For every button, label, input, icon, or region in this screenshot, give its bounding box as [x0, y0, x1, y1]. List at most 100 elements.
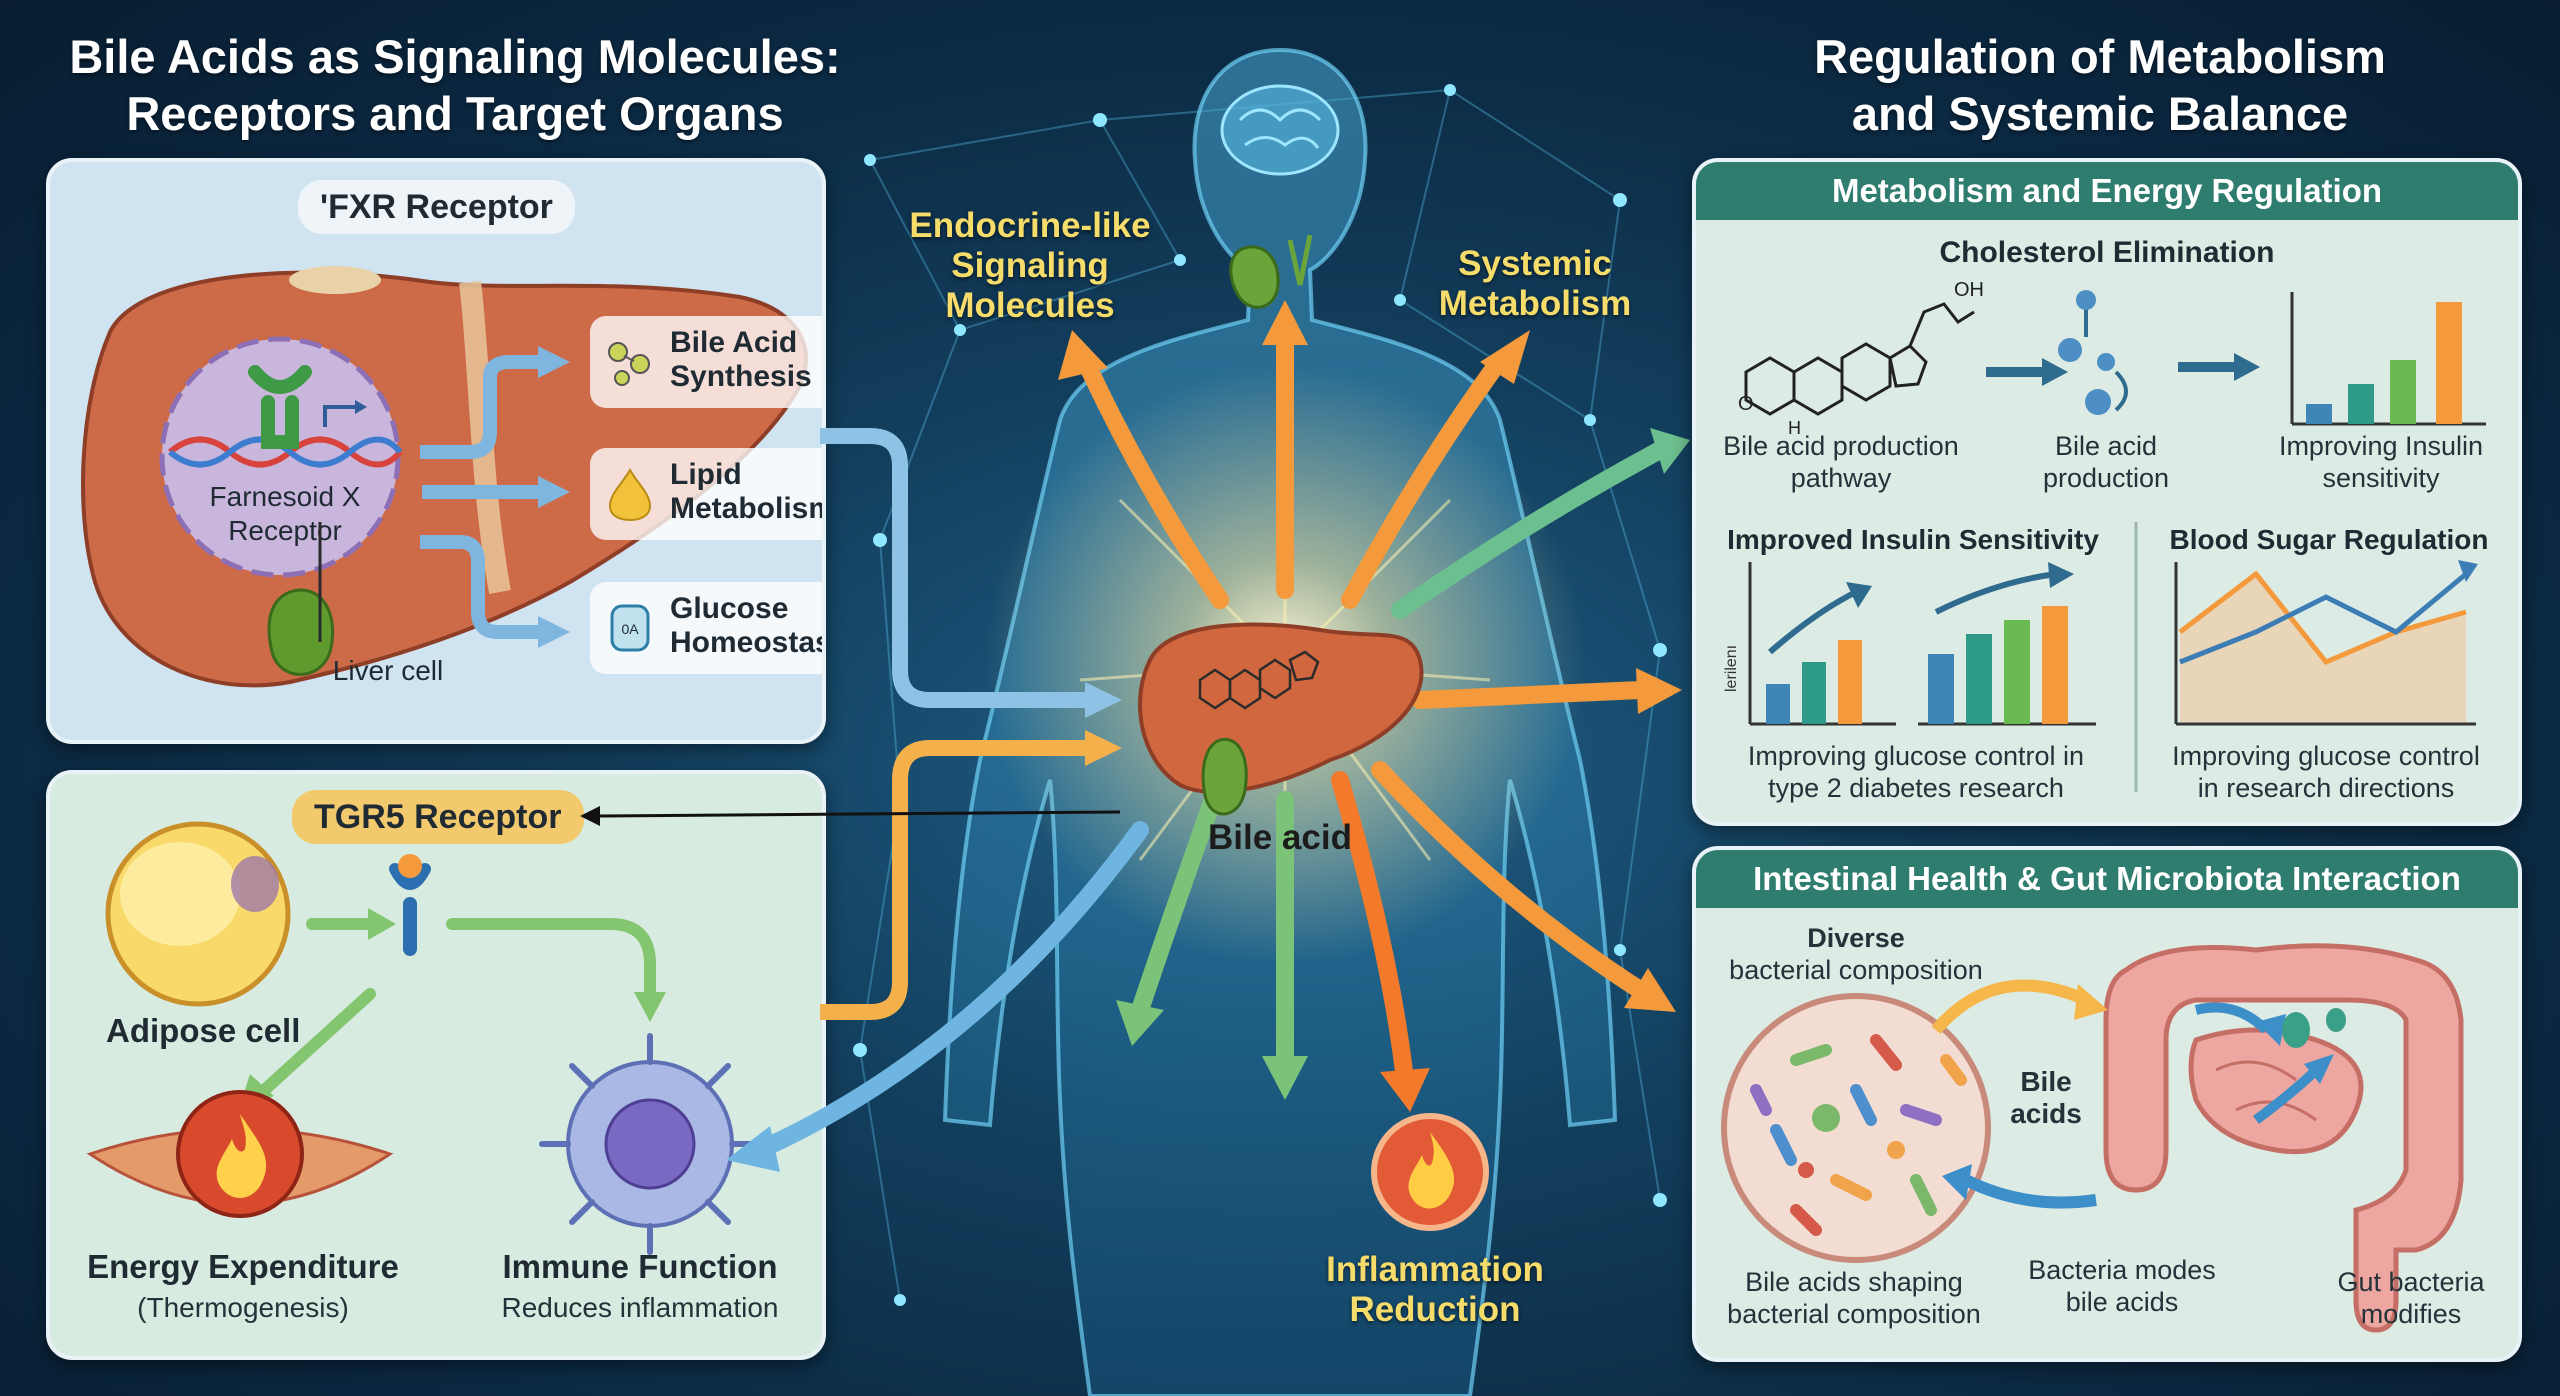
systemic-label: Systemic Metabolism — [1400, 244, 1670, 324]
receptor-line1: Farnesoid X — [209, 481, 361, 512]
left-title-line1: Bile Acids as Signaling Molecules: — [69, 30, 841, 83]
step2-line2: production — [2042, 463, 2170, 493]
gut-bacteria-label: Gut bacteria modifies — [2316, 1266, 2506, 1330]
flame-icon — [86, 1090, 394, 1218]
diverse-line1: Diverse — [1807, 923, 1905, 953]
inflammation-line1: Inflammation — [1326, 1250, 1544, 1289]
right-title-line1: Regulation of Metabolism — [1814, 30, 2386, 83]
receptor-line2: Receptor — [228, 515, 342, 546]
right-title-line2: and Systemic Balance — [1851, 87, 2349, 140]
card1-line1: Bile Acid — [670, 326, 798, 359]
systemic-line1: Systemic — [1458, 244, 1612, 283]
step2-line1: Bile acid — [2054, 431, 2158, 461]
diverse-line2: bacterial composition — [1729, 955, 1983, 985]
shaping-line1: Bile acids shaping — [1745, 1267, 1963, 1297]
systemic-line2: Metabolism — [1438, 284, 1632, 323]
insulin-sensitivity-bars — [2290, 292, 2486, 426]
step1-caption: Bile acid production pathway — [1696, 430, 1986, 494]
step3-caption: Improving Insulin sensitivity — [2256, 430, 2506, 494]
metabolism-header: Metabolism and Energy Regulation — [1696, 162, 2518, 220]
right-title: Regulation of Metabolism and Systemic Ba… — [1700, 28, 2500, 142]
card3-line2: Homeostasis — [670, 626, 822, 659]
metabolism-panel: Metabolism and Energy Regulation Cholest… — [1692, 158, 2522, 826]
brain-icon — [1220, 84, 1340, 176]
gut-line2: modifies — [2360, 1299, 2462, 1329]
energy-expenditure-label: Energy Expenditure — [87, 1248, 399, 1285]
shaping-line2: bacterial composition — [1727, 1299, 1981, 1329]
step1-line2: pathway — [1790, 463, 1892, 493]
liver-cell-label: Liver cell — [332, 655, 444, 686]
diverse-label: Diverse bacterial composition — [1706, 922, 2006, 986]
gallbladder-icon — [267, 522, 335, 676]
bile-acid-production-icon — [2058, 290, 2128, 415]
glucose-homeostasis-card: 0A GlucoseHomeostasis — [590, 582, 822, 674]
endocrine-label: Endocrine-like Signaling Molecules — [880, 206, 1180, 326]
card2-line1: Lipid — [670, 458, 742, 491]
tgr5-receptor-icon — [389, 854, 431, 956]
left-title-line2: Receptors and Target Organs — [126, 87, 784, 140]
gut-line1: Gut bacteria — [2337, 1267, 2485, 1297]
upper-gallbladder-icon — [1229, 234, 1313, 309]
intestinal-graphics — [1721, 943, 2464, 1333]
bile-acid-center-label: Bile acid — [1208, 818, 1352, 857]
bile-line2: acids — [2010, 1098, 2082, 1129]
insulin-title: Improved Insulin Sensitivity — [1727, 524, 2099, 555]
central-liver-icon — [1138, 622, 1424, 816]
fxr-panel: 'FXR Receptor Farnesoid X Receptor Liver… — [46, 158, 826, 744]
adipose-cell-label: Adipose cell — [106, 1012, 301, 1049]
modes-label: Bacteria modes bile acids — [2012, 1254, 2232, 1318]
adipose-cell-icon — [105, 821, 291, 1007]
chem-oh-label: OH — [1954, 279, 1984, 301]
fxr-output-arrows — [420, 346, 570, 648]
card3-line1: Glucose — [670, 592, 789, 625]
caption-type2: Improving glucose control in type 2 diab… — [1716, 740, 2116, 804]
shaping-label: Bile acids shaping bacterial composition — [1704, 1266, 2004, 1330]
endocrine-line3: Molecules — [945, 286, 1115, 325]
farnesoid-receptor-label: Farnesoid X Receptor — [180, 480, 390, 548]
left-title: Bile Acids as Signaling Molecules: Recep… — [60, 28, 850, 142]
tgr5-title: TGR5 Receptor — [292, 790, 584, 844]
bile-acids-label: Bile acids — [1996, 1066, 2096, 1130]
cap1-line2: type 2 diabetes research — [1768, 773, 2064, 803]
improved-insulin-chart — [1748, 562, 2096, 726]
step1-line1: Bile acid production — [1723, 431, 1959, 461]
nucleus-icon — [159, 336, 403, 578]
endocrine-line1: Endocrine-like — [909, 206, 1151, 245]
metabolism-graphics: O OH H — [1723, 279, 2486, 792]
modes-line2: bile acids — [2065, 1287, 2179, 1317]
immune-function-label: Immune Function — [502, 1248, 778, 1285]
tgr5-illustration — [86, 821, 761, 1255]
chem-h-label: H — [1788, 418, 1801, 438]
blood-sugar-chart — [2174, 560, 2478, 726]
immune-cell-icon — [539, 1033, 761, 1255]
axis-label: lerilenı — [1723, 645, 1740, 692]
tgr5-panel: TGR5 Receptor — [46, 770, 826, 1360]
cap1-line1: Improving glucose control in — [1747, 741, 2085, 771]
card1-line2: Synthesis — [670, 360, 812, 393]
intestinal-panel: Intestinal Health & Gut Microbiota Inter… — [1692, 846, 2522, 1362]
inflammation-flame-icon — [1371, 1113, 1489, 1231]
cholesterol-title: Cholesterol Elimination — [1939, 236, 2275, 269]
inflammation-line2: Reduction — [1349, 1290, 1521, 1329]
molecule-icon — [608, 342, 650, 386]
modes-line1: Bacteria modes — [2028, 1255, 2216, 1285]
caption-research: Improving glucose control in research di… — [2146, 740, 2506, 804]
cap2-line2: in research directions — [2197, 773, 2455, 803]
inflammation-label: Inflammation Reduction — [1290, 1250, 1580, 1330]
lipid-drop-icon — [608, 467, 652, 522]
endocrine-line2: Signaling — [951, 246, 1109, 285]
bile-line1: Bile — [2020, 1066, 2072, 1097]
step2-caption: Bile acid production — [2016, 430, 2196, 494]
card2-line2: Metabolism — [670, 492, 826, 525]
steroid-molecule-icon — [1744, 302, 1975, 416]
step3-line2: sensitivity — [2322, 463, 2440, 493]
reduces-inflammation-label: Reduces inflammation — [501, 1292, 779, 1323]
blood-sugar-title: Blood Sugar Regulation — [2169, 524, 2489, 555]
cap2-line1: Improving glucose control — [2172, 741, 2480, 771]
thermogenesis-label: (Thermogenesis) — [137, 1292, 349, 1323]
intestinal-header: Intestinal Health & Gut Microbiota Inter… — [1696, 850, 2518, 908]
glucose-icon-text: 0A — [621, 621, 639, 637]
